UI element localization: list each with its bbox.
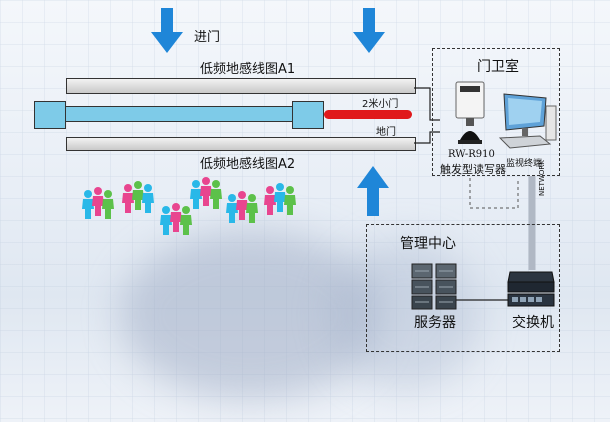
floor-door-label: 地门 [376,127,396,138]
monitor-label: 监视终端 [506,159,543,169]
small-door-bar [324,110,412,119]
entrance-arrow-right-icon [353,8,385,53]
background-glow [120,230,380,400]
exit-arrow-up-icon [357,166,389,216]
reader-name-label: 触发型读写器 [440,163,506,176]
loop-a1-label: 低频地感线图A1 [200,62,296,77]
switch-label: 交换机 [512,315,554,331]
gate-post-right [292,101,324,129]
people-group-icon [82,177,296,235]
server-icon [411,263,457,310]
server-label: 服务器 [414,315,456,331]
reader-model-label: RW-R910 [448,149,495,160]
loop-a2-bar [66,137,416,151]
network-label: NETWORK [538,160,546,196]
guard-room-box [432,48,560,176]
management-center-box [366,224,560,352]
small-door-label: 2米小门 [362,99,399,110]
reader-device-icon [455,81,485,144]
entrance-arrow-left-icon [151,8,183,53]
loop-a1-bar [66,78,416,94]
guard-room-label: 门卫室 [477,59,519,75]
gate-post-left [34,101,66,129]
monitor-terminal-icon [498,93,557,149]
management-center-label: 管理中心 [400,236,456,252]
loop-a2-label: 低频地感线图A2 [200,157,296,172]
switch-icon [507,271,555,307]
entrance-label: 进门 [194,30,221,45]
